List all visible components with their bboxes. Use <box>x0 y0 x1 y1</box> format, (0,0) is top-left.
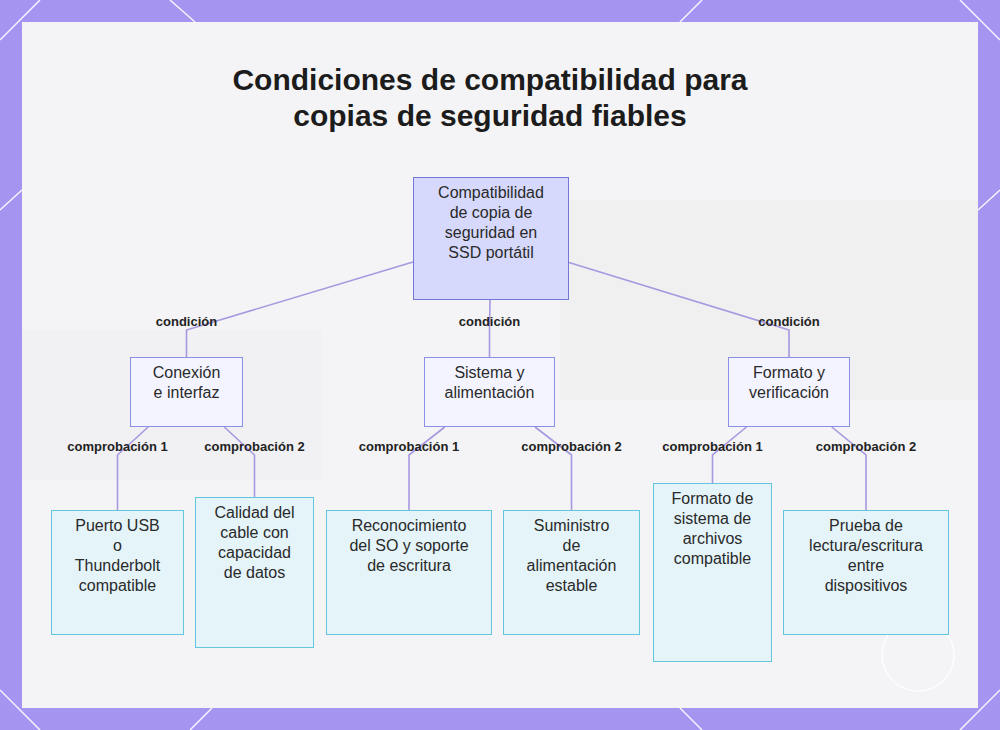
node-text: Sistema y alimentación <box>435 363 544 403</box>
node-text: Conexión e interfaz <box>150 363 223 403</box>
edge-label: comprobación 2 <box>204 439 304 455</box>
check-box: Prueba de lectura/escritura entre dispos… <box>783 510 949 635</box>
connector-line <box>224 427 254 497</box>
faded-photo <box>22 330 322 480</box>
node-text: Compatibilidad de copia de seguridad en … <box>434 183 548 263</box>
edge-label: comprobación 1 <box>359 439 459 455</box>
category-box: Conexión e interfaz <box>130 357 243 427</box>
check-box: Suministro de alimentación estable <box>503 510 640 635</box>
node-text: Formato de sistema de archivos compatibl… <box>671 489 754 569</box>
edge-label: condición <box>156 314 217 330</box>
node-text: Reconocimiento del SO y soporte de escri… <box>347 516 471 576</box>
edge-label: comprobación 2 <box>816 439 916 455</box>
diagram-title: Condiciones de compatibilidad para copia… <box>200 62 780 134</box>
connector-line <box>713 427 747 483</box>
check-box: Reconocimiento del SO y soporte de escri… <box>326 510 492 635</box>
node-text: Prueba de lectura/escritura entre dispos… <box>806 516 926 596</box>
edge-label: condición <box>758 314 819 330</box>
edge-label: comprobación 1 <box>67 439 167 455</box>
node-text: Puerto USB o Thunderbolt compatible <box>74 516 161 596</box>
node-text: Formato y verificación <box>739 363 839 403</box>
node-text: Calidad del cable con capacidad de datos <box>213 503 296 583</box>
connector-line <box>187 262 414 357</box>
root-box: Compatibilidad de copia de seguridad en … <box>413 177 569 300</box>
category-box: Sistema y alimentación <box>424 357 555 427</box>
connector-line <box>569 262 789 357</box>
check-box: Formato de sistema de archivos compatibl… <box>653 483 772 662</box>
edge-label: comprobación 2 <box>521 439 621 455</box>
edge-label: comprobación 1 <box>662 439 762 455</box>
node-text: Suministro de alimentación estable <box>526 516 617 596</box>
check-box: Calidad del cable con capacidad de datos <box>195 497 314 648</box>
edge-label: condición <box>459 314 520 330</box>
frame-panel <box>22 22 978 708</box>
check-box: Puerto USB o Thunderbolt compatible <box>51 510 184 635</box>
category-box: Formato y verificación <box>728 357 850 427</box>
